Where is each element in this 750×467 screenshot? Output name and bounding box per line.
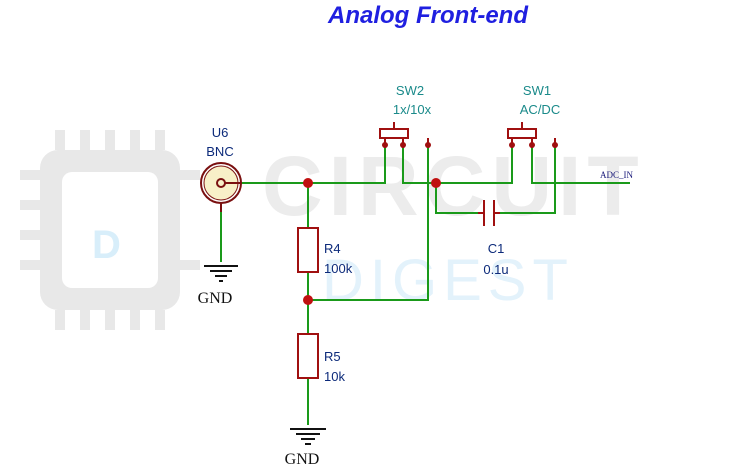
r5-ref-label: R5 (324, 349, 341, 364)
watermark-pin (155, 310, 165, 330)
wire-node-to-c1 (435, 183, 478, 214)
junction-switch-node (431, 178, 441, 188)
wire-c1-to-sw1 (500, 148, 556, 214)
wire-sw1-to-adc (531, 148, 630, 184)
watermark-chip-inner (62, 172, 158, 288)
net-label-adc-in: ADC_IN (600, 170, 633, 180)
watermark-pin (55, 310, 65, 330)
watermark-logo-letter: D (92, 223, 121, 267)
watermark-pin (130, 310, 140, 330)
r4-value-label: 100k (324, 261, 353, 276)
sw2-value-label: 1x/10x (393, 102, 432, 117)
sw1-pin-3 (552, 142, 558, 148)
watermark-text-circuit: CIRCUIT (262, 139, 645, 233)
switch-sw2 (379, 122, 431, 148)
r5-value-label: 10k (324, 369, 345, 384)
wires (220, 148, 630, 425)
sw2-ref-label: SW2 (396, 83, 424, 98)
ground-symbol-2 (290, 428, 326, 445)
resistor-r4 (297, 227, 319, 273)
sw2-pin-1 (382, 142, 388, 148)
u6-value-label: BNC (206, 144, 233, 159)
watermark-pin (20, 230, 40, 240)
sw2-pin-2 (400, 142, 406, 148)
sw2-pin-3 (425, 142, 431, 148)
sw1-value-label: AC/DC (520, 102, 560, 117)
watermark-pin (180, 260, 200, 270)
watermark-pin (80, 310, 90, 330)
watermark-text-digest: DIGEST (322, 248, 574, 313)
sw1-body (507, 128, 537, 139)
wire-bnc-to-sw2 (240, 148, 386, 184)
c1-value-label: 0.1u (483, 262, 508, 277)
capacitor-c1 (478, 200, 500, 226)
watermark-pin (20, 200, 40, 210)
switch-sw1 (507, 122, 558, 148)
sw1-pin-1 (509, 142, 515, 148)
watermark-pin (180, 170, 200, 180)
u6-ref-label: U6 (212, 125, 229, 140)
gnd2-label: GND (285, 451, 320, 467)
sw1-pin-2 (529, 142, 535, 148)
wire-divider-to-sw2 (308, 148, 429, 301)
c1-ref-label: C1 (488, 241, 505, 256)
watermark-pin (80, 130, 90, 150)
sw1-ref-label: SW1 (523, 83, 551, 98)
watermark-pin (155, 130, 165, 150)
diagram-title: Analog Front-end (327, 2, 529, 29)
gnd1-label: GND (198, 290, 233, 307)
sw2-body (379, 128, 409, 139)
resistor-r5 (297, 333, 319, 379)
watermark-pin (20, 170, 40, 180)
junction-divider-node (303, 295, 313, 305)
bnc-connector-u6 (200, 162, 242, 212)
wire-sw2-to-sw1 (402, 148, 513, 184)
watermark-logo: D (20, 130, 200, 330)
watermark-pin (105, 130, 115, 150)
watermark-pin (55, 130, 65, 150)
watermark-pin (130, 130, 140, 150)
watermark-pin (20, 260, 40, 270)
r4-ref-label: R4 (324, 241, 341, 256)
watermark-pin (105, 310, 115, 330)
junction-bnc-node (303, 178, 313, 188)
ground-symbol-1 (204, 265, 238, 282)
